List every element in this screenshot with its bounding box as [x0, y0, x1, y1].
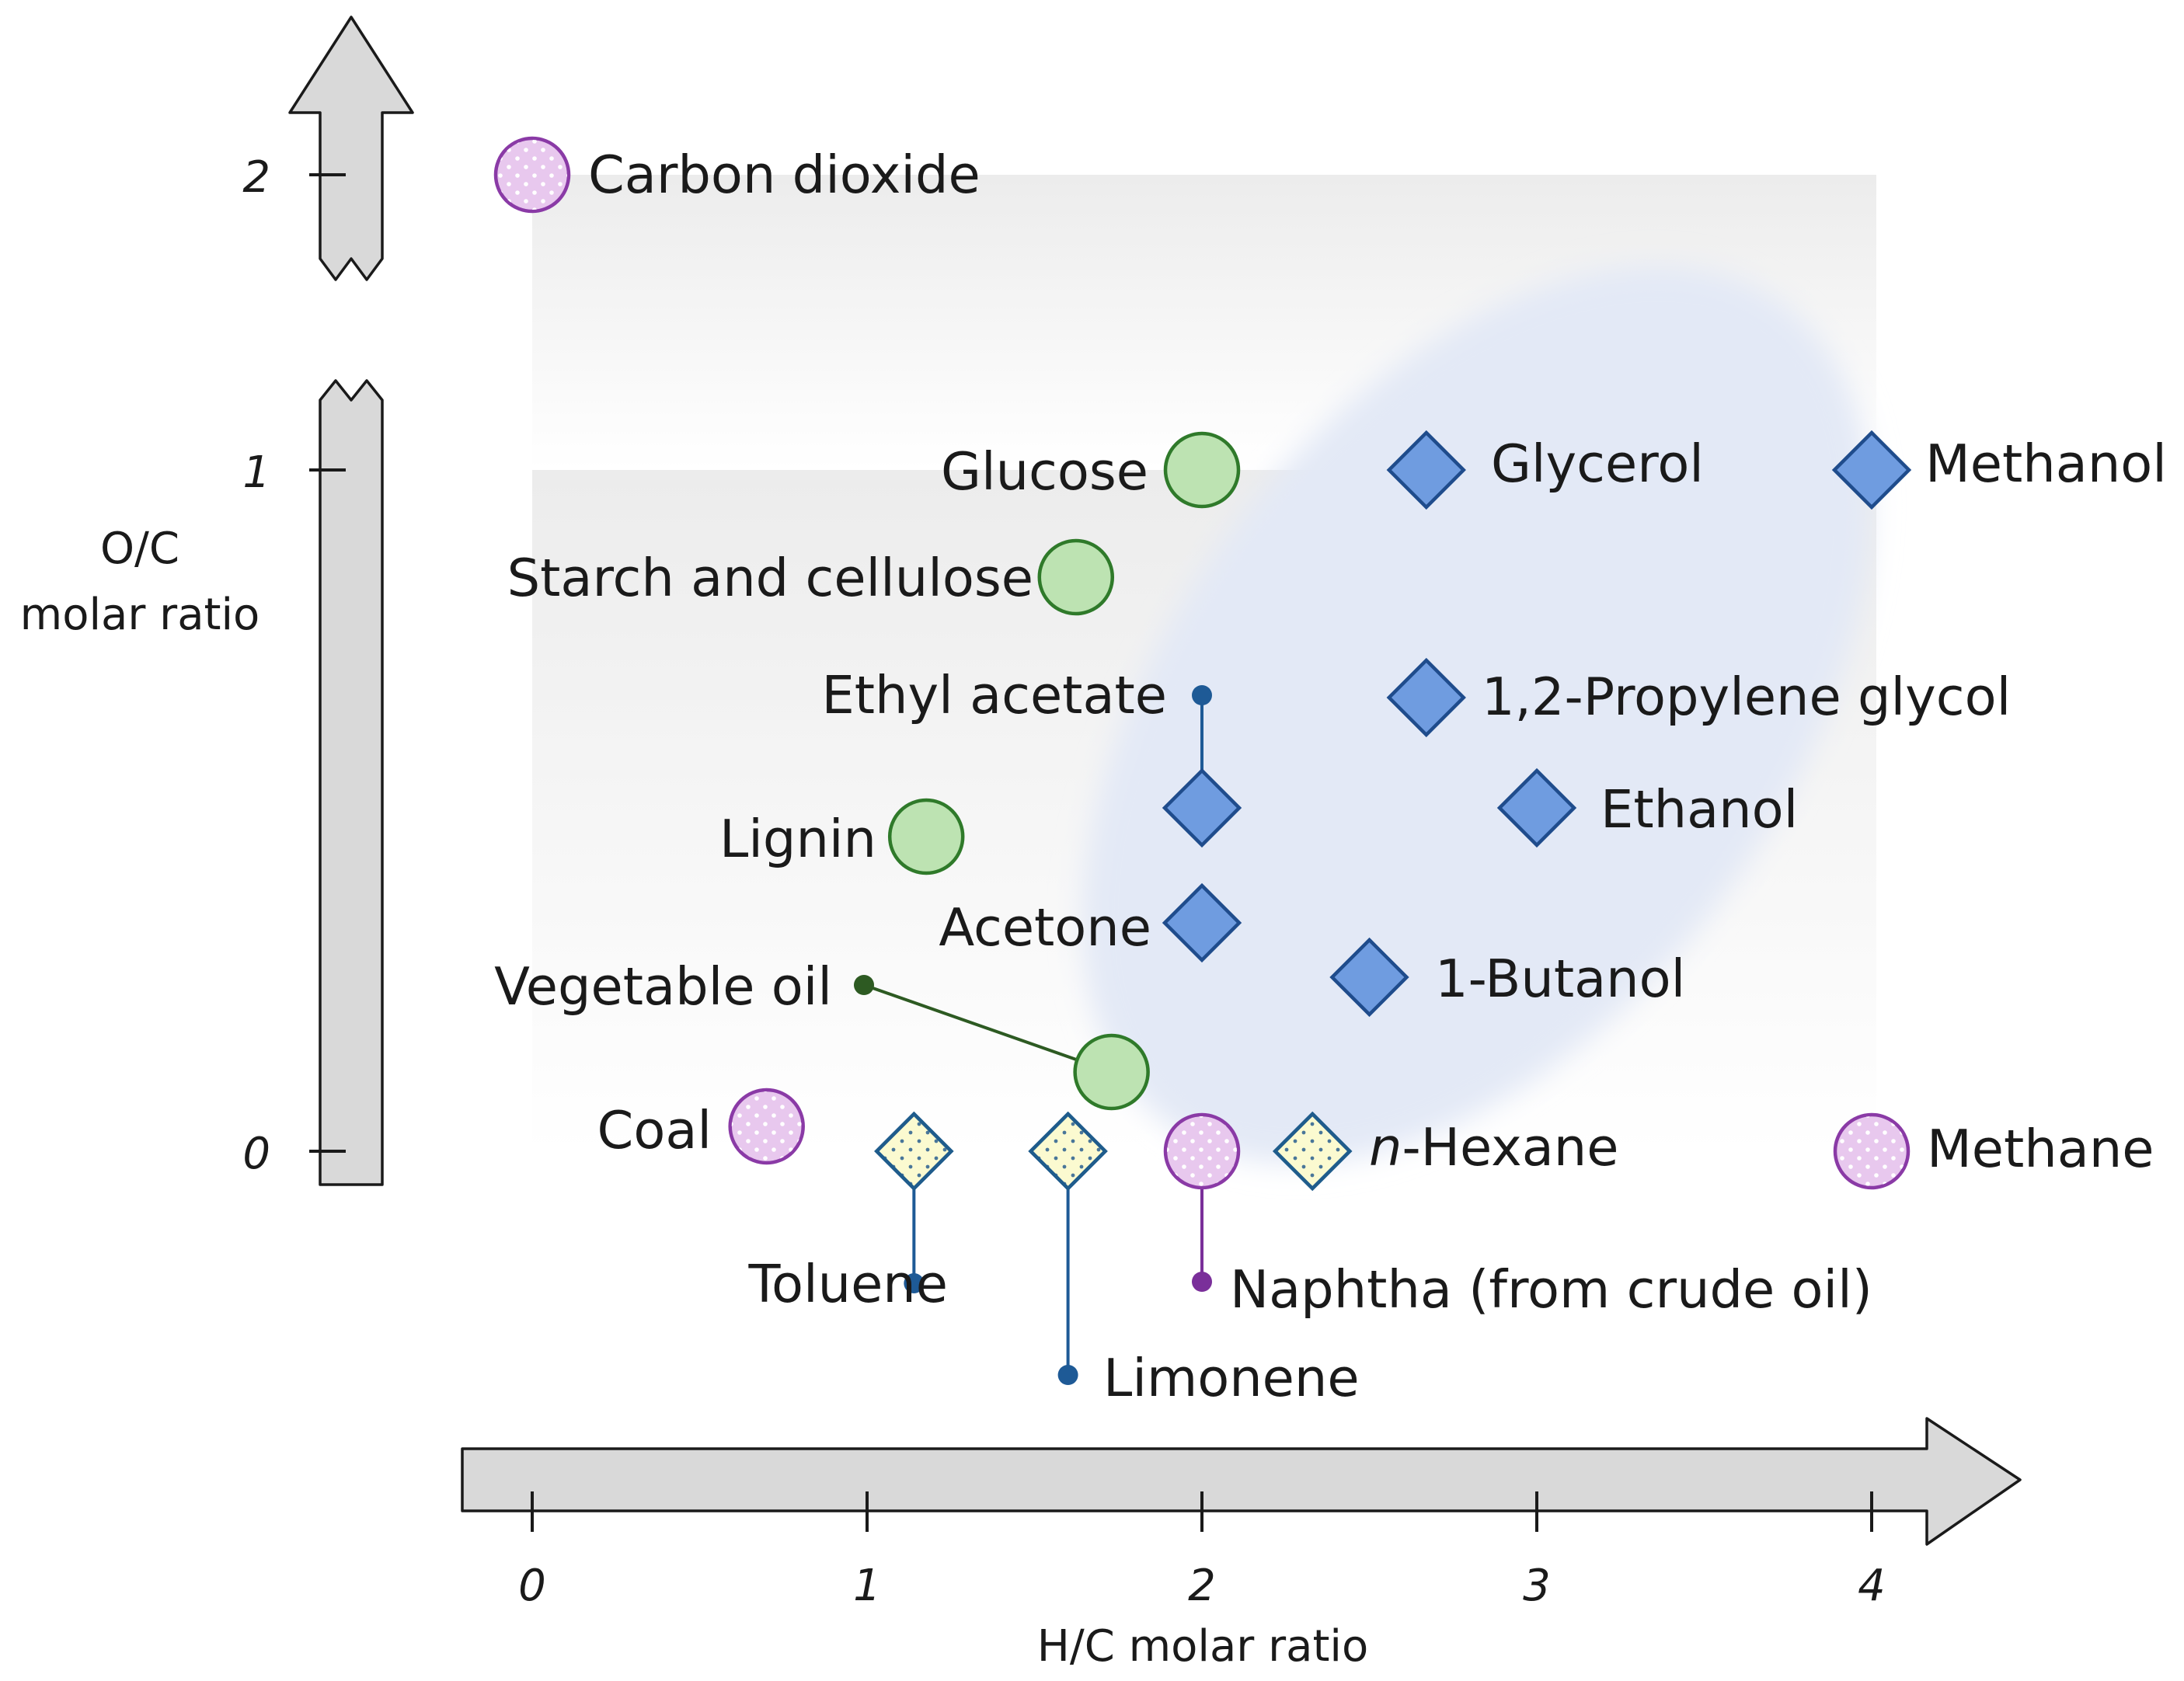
x-axis: 0 1 2 3 4 — [461, 1417, 2022, 1611]
marker-ethanol — [1496, 767, 1577, 848]
y-tick-label-1: 1 — [242, 447, 270, 498]
marker-coal — [728, 1088, 805, 1165]
marker-toluene — [874, 1111, 954, 1192]
connector-dot-ethyl-acetate — [1192, 685, 1212, 705]
alcohol-region-ellipse — [1082, 265, 1871, 1164]
marker-glycerol — [1386, 430, 1466, 510]
x-tick-label-3: 3 — [1523, 1561, 1551, 1611]
connector-dot-toluene — [904, 1273, 925, 1293]
marker-glucose — [1163, 431, 1241, 509]
y-tick-label-2: 2 — [242, 152, 270, 203]
label-glucose: Glucose — [941, 441, 1148, 502]
y-axis-title-line-1: O/C — [100, 524, 179, 574]
label-1-2-propylene-glycol: 1,2-Propylene glycol — [1482, 666, 2011, 727]
x-axis-title: H/C molar ratio — [1037, 1621, 1369, 1672]
marker-methanol — [1831, 430, 1912, 510]
connector-dot-limonene — [1057, 1365, 1078, 1385]
label-glycerol: Glycerol — [1491, 433, 1704, 494]
label-toluene: Toluene — [747, 1254, 948, 1314]
label-coal: Coal — [597, 1100, 712, 1161]
connector-dot-naphtha-from-crude-oil — [1192, 1272, 1212, 1292]
label-n-hexane: n-Hexane — [1369, 1117, 1618, 1178]
marker-1-2-propylene-glycol — [1386, 657, 1466, 738]
y-axis-arrow-upper — [288, 16, 414, 281]
label-limonene: Limonene — [1103, 1348, 1360, 1408]
label-ethanol: Ethanol — [1601, 779, 1798, 840]
connector-dot-vegetable-oil — [854, 975, 874, 995]
connector-vegetable-oil — [863, 983, 1113, 1074]
label-methanol: Methanol — [1925, 433, 2167, 494]
marker-acetone — [1162, 882, 1242, 963]
x-axis-arrow — [461, 1417, 2022, 1546]
marker-starch-and-cellulose — [1037, 538, 1115, 616]
label-acetone: Acetone — [939, 897, 1151, 958]
y-axis-bar-lower — [319, 379, 384, 1186]
label-1-butanol: 1-Butanol — [1435, 948, 1685, 1009]
marker-limonene — [1028, 1111, 1108, 1192]
x-tick-label-4: 4 — [1858, 1561, 1886, 1611]
marker-1-butanol — [1329, 937, 1409, 1018]
marker-lignin — [887, 798, 965, 875]
marker-n-hexane — [1273, 1111, 1353, 1192]
label-lignin: Lignin — [719, 809, 876, 869]
label-naphtha-from-crude-oil: Naphtha (from crude oil) — [1230, 1259, 1872, 1320]
marker-vegetable-oil — [1073, 1033, 1150, 1111]
label-starch-and-cellulose: Starch and cellulose — [507, 548, 1033, 608]
marker-ethyl-acetate — [1162, 767, 1242, 848]
y-axis: 0 1 2 — [242, 16, 414, 1186]
y-axis-title-line-2: molar ratio — [20, 590, 260, 640]
label-carbon-dioxide: Carbon dioxide — [588, 144, 981, 205]
y-tick-label-0: 0 — [242, 1129, 270, 1179]
label-methane: Methane — [1927, 1119, 2154, 1179]
x-tick-label-0: 0 — [518, 1561, 546, 1611]
label-ethyl-acetate: Ethyl acetate — [821, 665, 1167, 726]
point-markers — [493, 136, 1912, 1192]
label-vegetable-oil: Vegetable oil — [494, 956, 832, 1017]
x-tick-label-1: 1 — [853, 1561, 881, 1611]
marker-methane — [1833, 1112, 1911, 1190]
x-tick-label-2: 2 — [1188, 1561, 1216, 1611]
marker-carbon-dioxide — [493, 136, 571, 214]
marker-naphtha-from-crude-oil — [1163, 1112, 1241, 1190]
